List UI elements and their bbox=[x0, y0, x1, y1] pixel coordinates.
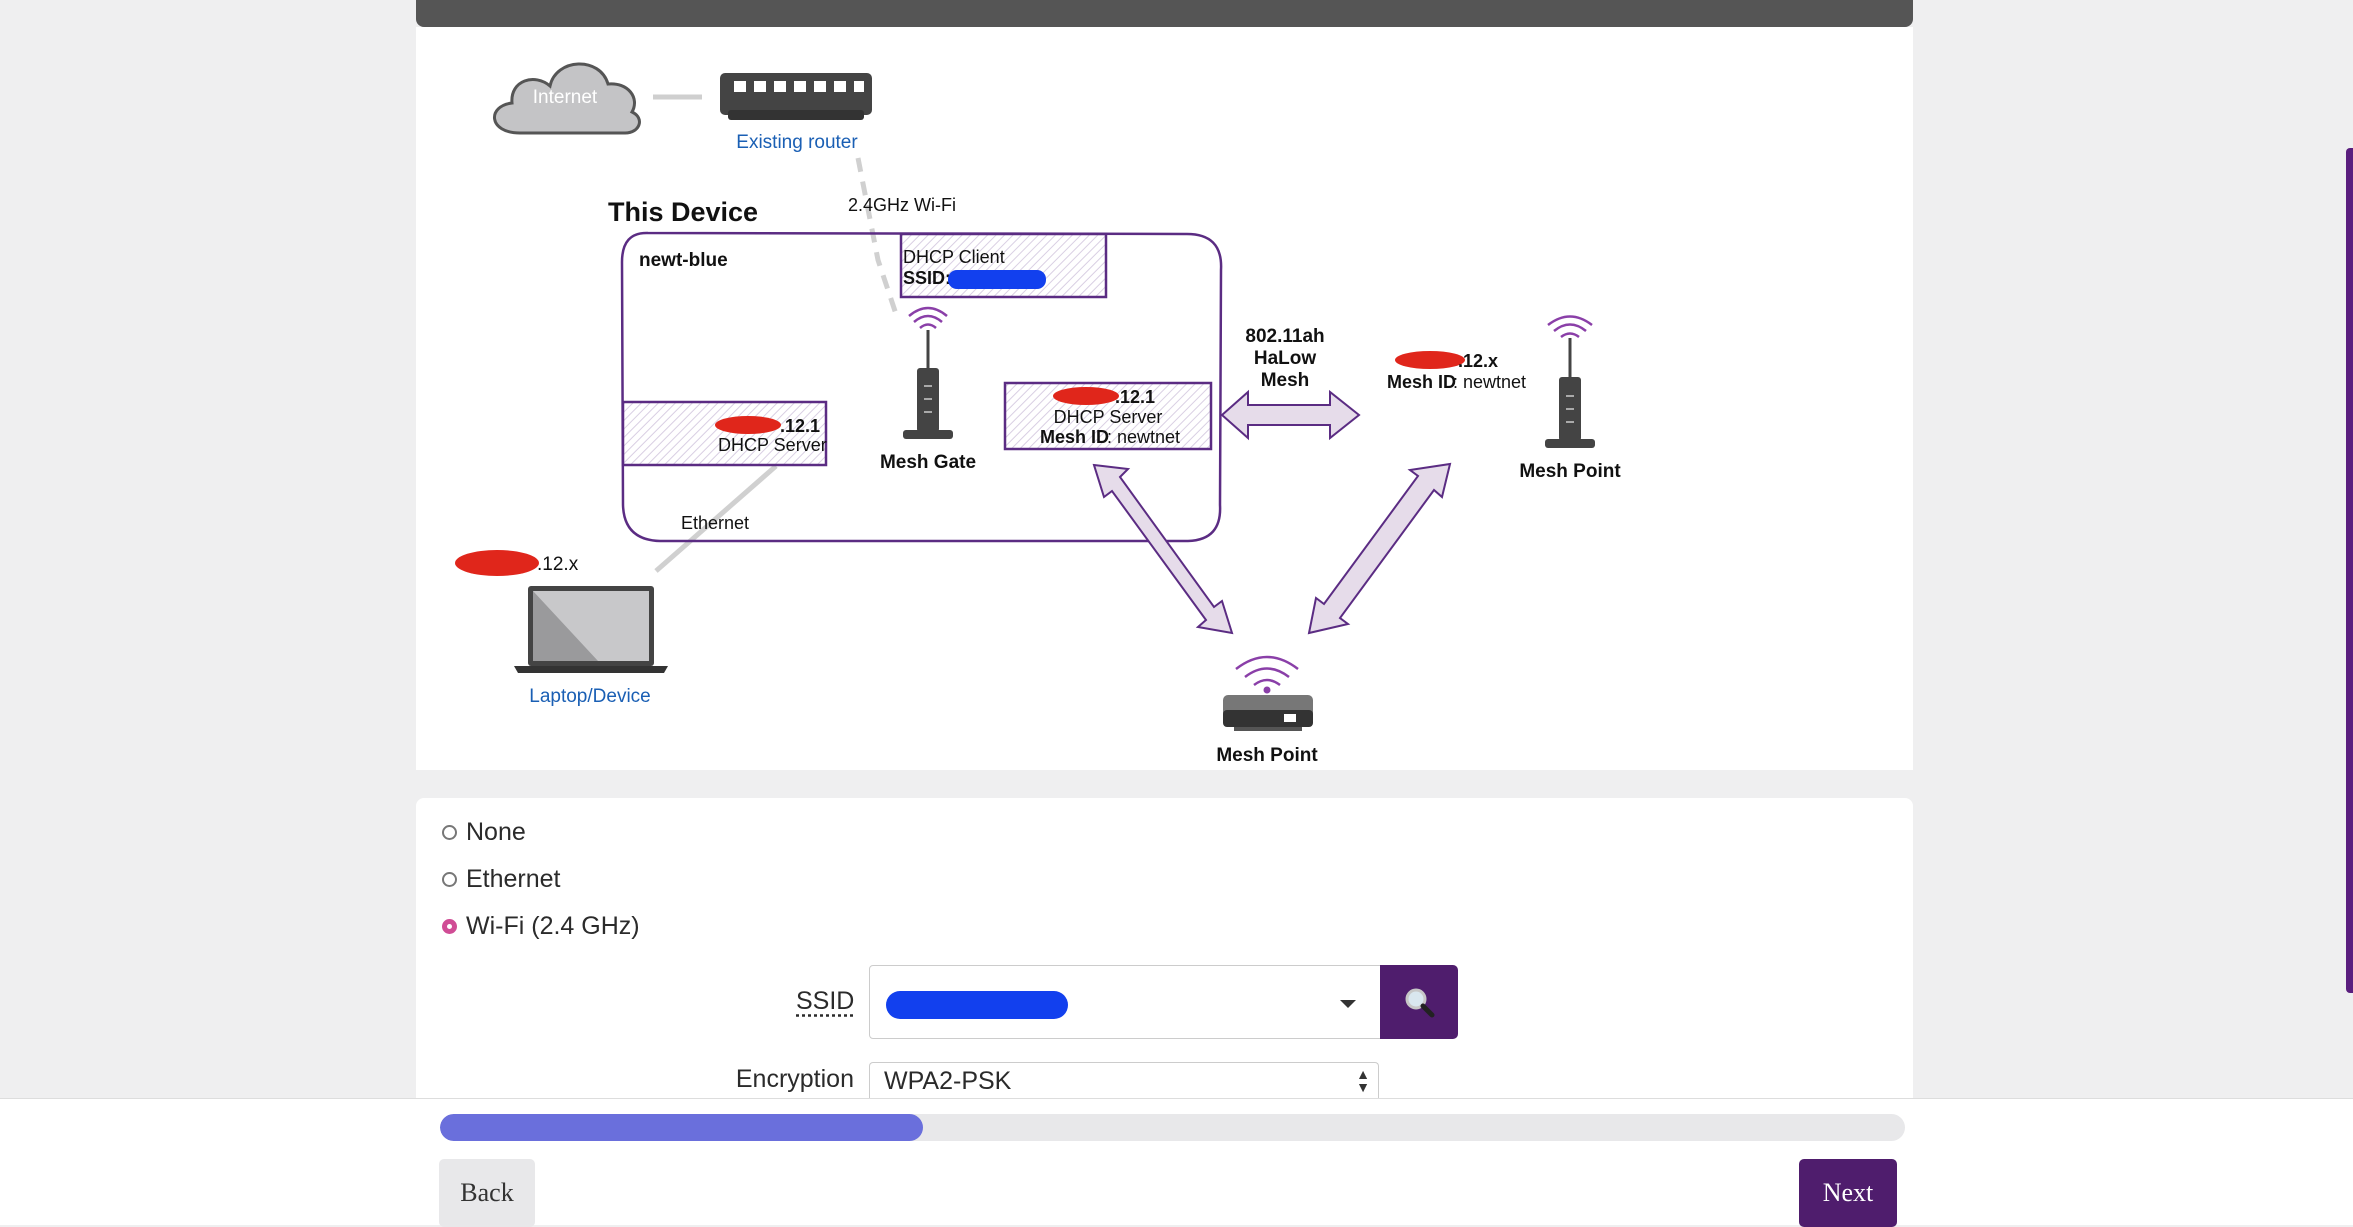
radio-label: None bbox=[466, 818, 526, 846]
ethernet-link-line bbox=[654, 464, 778, 573]
laptop-icon bbox=[514, 586, 668, 673]
remote-ip: .12.x bbox=[1458, 351, 1498, 371]
radio-button[interactable] bbox=[442, 825, 457, 840]
radio-option-ethernet[interactable]: Ethernet bbox=[442, 865, 561, 894]
halow-label-line3: Mesh bbox=[1261, 370, 1310, 391]
radio-option-wifi[interactable]: Wi-Fi (2.4 GHz) bbox=[442, 912, 640, 941]
uplink-form: None Ethernet Wi-Fi (2.4 GHz) SSID Encry… bbox=[416, 798, 1913, 1098]
ip-redaction bbox=[1395, 351, 1465, 369]
encryption-label: Encryption bbox=[735, 1065, 854, 1093]
mesh-link-arrow-right bbox=[1307, 462, 1452, 635]
progress-fill bbox=[440, 1114, 924, 1141]
mesh-gate-label: Mesh Gate bbox=[880, 452, 976, 473]
wifi-link-label: 2.4GHz Wi-Fi bbox=[848, 195, 956, 215]
router-icon bbox=[720, 73, 872, 120]
top-bar bbox=[416, 0, 1913, 27]
laptop-label: Laptop/Device bbox=[529, 686, 650, 707]
progress-bar bbox=[440, 1114, 1905, 1141]
halow-label-line2: HaLow bbox=[1254, 348, 1317, 369]
ssid-label: SSID bbox=[796, 987, 855, 1015]
ethernet-dhcp-server-box bbox=[621, 400, 828, 467]
internet-label: Internet bbox=[533, 87, 598, 108]
ssid-redaction bbox=[948, 270, 1046, 289]
mesh-gate-icon bbox=[903, 306, 953, 439]
scrollbar-thumb[interactable] bbox=[2346, 148, 2353, 993]
dhcp-client-box bbox=[899, 232, 1108, 299]
radio-option-none[interactable]: None bbox=[442, 818, 526, 847]
ssid-search-button[interactable] bbox=[1380, 965, 1458, 1039]
ssid-key: SSID: bbox=[903, 268, 951, 288]
device-frame bbox=[620, 231, 1223, 543]
mid-server-ip: .12.1 bbox=[1115, 387, 1155, 407]
updown-chevron-icon: ▲▼ bbox=[1356, 1066, 1370, 1095]
radio-button-selected[interactable] bbox=[442, 919, 457, 934]
router-label: Existing router bbox=[736, 132, 858, 153]
mesh-point-label-bottom: Mesh Point bbox=[1216, 745, 1318, 766]
ssid-select[interactable] bbox=[869, 965, 1381, 1039]
back-button[interactable]: Back bbox=[439, 1159, 535, 1227]
ip-redaction bbox=[455, 550, 539, 576]
mesh-link-arrow-left bbox=[1092, 463, 1234, 635]
ip-redaction bbox=[715, 416, 781, 434]
left-server-ip: .12.1 bbox=[780, 416, 820, 436]
mid-mesh-id-key: Mesh ID bbox=[1040, 427, 1109, 447]
next-button[interactable]: Next bbox=[1799, 1159, 1897, 1227]
mesh-point-box-icon bbox=[1223, 655, 1313, 731]
search-icon bbox=[1405, 988, 1435, 1018]
laptop-ip: .12.x bbox=[537, 554, 579, 575]
dhcp-client-label: DHCP Client bbox=[903, 247, 1005, 267]
radio-button[interactable] bbox=[442, 872, 457, 887]
mid-mesh-id-value: : newtnet bbox=[1107, 427, 1180, 447]
mid-server-label: DHCP Server bbox=[1054, 407, 1163, 427]
mesh-point-label-right: Mesh Point bbox=[1519, 461, 1621, 482]
ip-redaction bbox=[1053, 387, 1119, 405]
mesh-point-tower-icon bbox=[1545, 315, 1595, 448]
network-diagram: Internet Existing router 2.4GHz Wi-Fi Th… bbox=[416, 27, 1913, 770]
radio-label: Wi-Fi (2.4 GHz) bbox=[466, 912, 640, 940]
wifi-link-line bbox=[855, 157, 901, 321]
ssid-value-redaction bbox=[886, 991, 1068, 1019]
cloud-icon bbox=[493, 62, 641, 135]
chevron-down-icon[interactable] bbox=[1340, 1000, 1356, 1008]
remote-mesh-id-key: Mesh ID bbox=[1387, 372, 1456, 392]
left-server-label: DHCP Server bbox=[718, 435, 827, 455]
ethernet-label: Ethernet bbox=[681, 513, 749, 533]
wizard-footer: Back Next bbox=[0, 1098, 2353, 1227]
halow-label-line1: 802.11ah bbox=[1245, 326, 1324, 347]
halow-link-arrow bbox=[1220, 389, 1361, 441]
network-diagram-svg: Internet Existing router 2.4GHz Wi-Fi Th… bbox=[455, 62, 1621, 766]
radio-label: Ethernet bbox=[466, 865, 561, 893]
device-title: This Device bbox=[608, 197, 758, 227]
encryption-select[interactable]: WPA2-PSK ▲▼ bbox=[869, 1062, 1379, 1098]
device-name: newt-blue bbox=[639, 250, 728, 271]
remote-mesh-id-value: : newtnet bbox=[1453, 372, 1526, 392]
encryption-value: WPA2-PSK bbox=[884, 1067, 1012, 1095]
